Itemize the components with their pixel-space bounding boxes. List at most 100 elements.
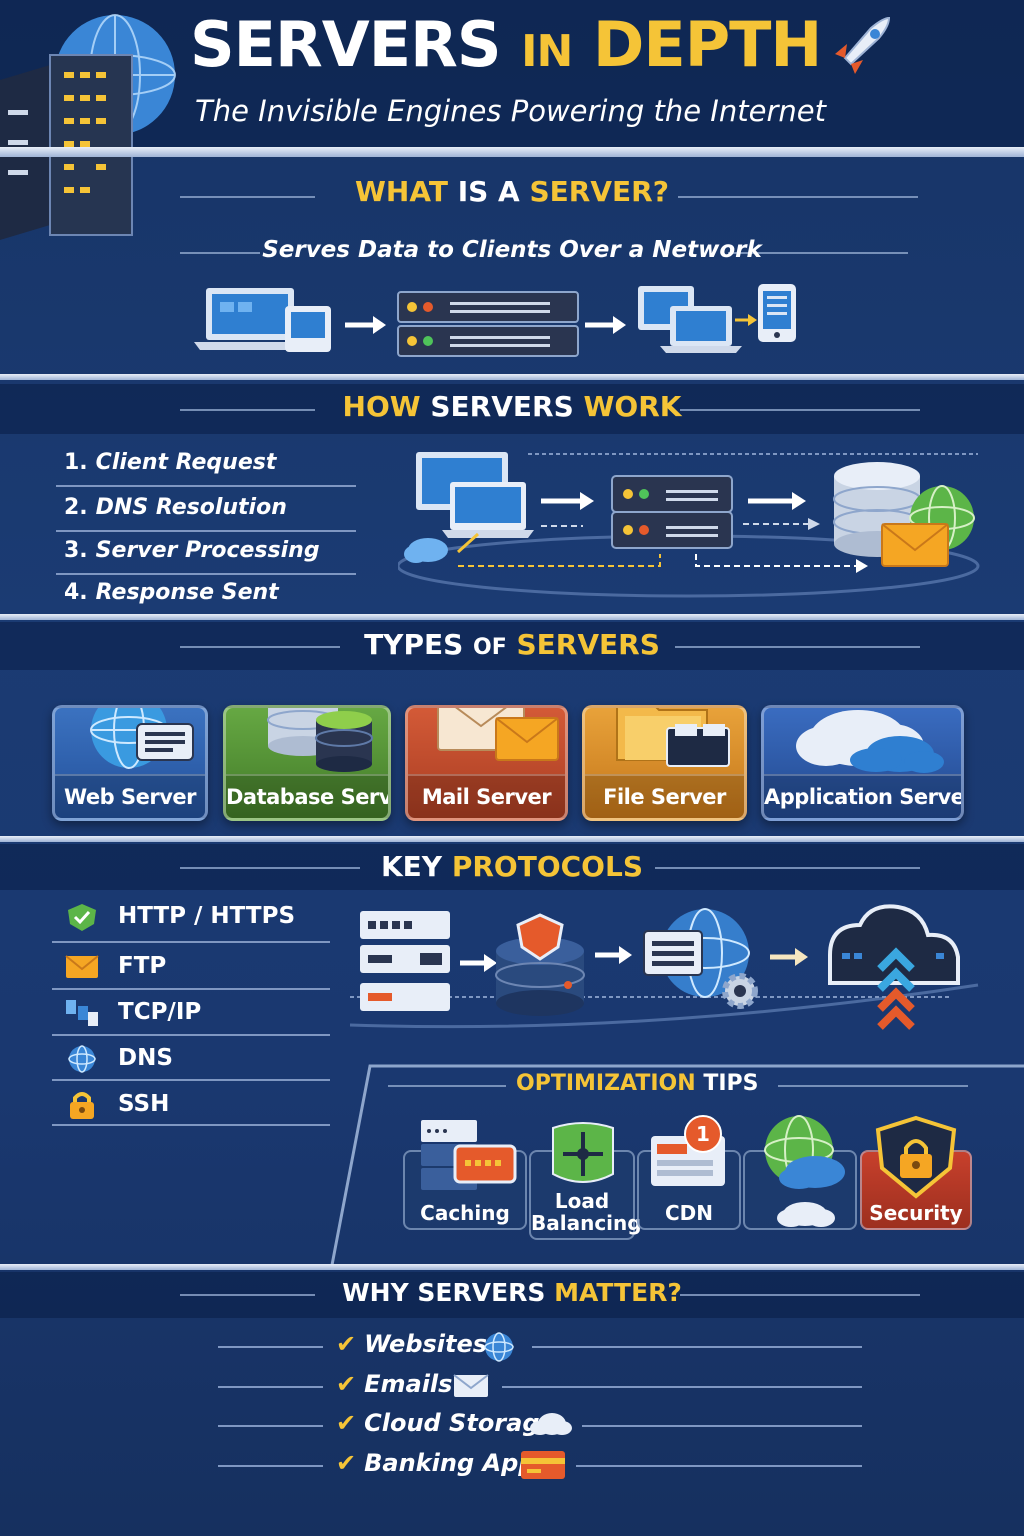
arrow-right-icon — [484, 954, 497, 972]
globe-icon — [484, 1332, 514, 1362]
card-mail-server[interactable]: Mail Server — [405, 705, 568, 821]
divider — [180, 1294, 315, 1296]
card-label: Application Server — [764, 774, 961, 818]
cloud-icon — [404, 538, 448, 563]
divider — [56, 530, 356, 532]
card-file-server[interactable]: File Server — [582, 705, 747, 821]
section-title-optimization-tips: OPTIMIZATION TIPS — [516, 1071, 759, 1096]
divider — [52, 988, 330, 990]
server-rack-globe-illustration — [0, 14, 176, 240]
arrow-right-icon — [373, 316, 386, 334]
arrow-right-icon — [613, 316, 626, 334]
divider — [52, 1034, 330, 1036]
server-icon — [611, 475, 733, 549]
cloud-icon — [530, 1413, 572, 1435]
protocol-ssh: SSH — [118, 1091, 170, 1117]
tip-label: Caching — [420, 1201, 510, 1225]
globe-gear-icon — [643, 908, 758, 1009]
divider — [655, 867, 920, 869]
why-item-cloud-storage: ✔Cloud Storage — [336, 1409, 556, 1437]
arrow-right-icon — [580, 492, 594, 510]
globe-cloud-icon — [764, 1115, 845, 1227]
divider — [0, 614, 1024, 620]
why-item-emails: ✔Emails — [336, 1370, 453, 1398]
cloud-upload-icon — [828, 904, 960, 1030]
divider — [582, 1425, 862, 1427]
divider — [680, 1294, 920, 1296]
card-label: File Server — [585, 774, 744, 818]
card-label: Mail Server — [408, 774, 565, 818]
divider — [218, 1425, 323, 1427]
step-server-processing: 3.Server Processing — [64, 538, 320, 563]
divider — [180, 646, 340, 648]
divider — [502, 1386, 862, 1388]
divider — [56, 573, 356, 575]
divider — [0, 1264, 1024, 1270]
step-dns-resolution: 2.DNS Resolution — [64, 495, 287, 520]
tablet-icon — [285, 306, 331, 352]
computer-icon — [416, 452, 534, 538]
card-label: Web Server — [55, 774, 205, 818]
step-client-request: 1.Client Request — [64, 450, 277, 475]
laptop-icon — [194, 288, 306, 350]
envelope-icon — [881, 523, 949, 567]
why-item-banking-apps: ✔Banking Apps — [336, 1449, 550, 1477]
protocol-ftp: FTP — [118, 953, 167, 979]
divider — [678, 196, 918, 198]
tip-caching[interactable]: Caching — [403, 1120, 527, 1230]
what-is-caption: Serves Data to Clients Over a Network — [262, 237, 762, 263]
request-flow-diagram — [398, 452, 980, 598]
divider — [218, 1346, 323, 1348]
rocket-icon — [829, 16, 891, 76]
shield-check-icon — [68, 904, 96, 931]
envelope-icon — [437, 708, 559, 761]
section-title-why-servers-matter: WHY SERVERS MATTER? — [342, 1278, 682, 1307]
server-stack-icon — [360, 911, 450, 1011]
cache-server-icon — [421, 1120, 517, 1190]
globe-icon — [68, 1045, 96, 1073]
section-title-key-protocols: KEY PROTOCOLS — [380, 850, 643, 883]
tip-security[interactable]: Security — [860, 1115, 972, 1230]
divider — [180, 409, 315, 411]
card-application-server[interactable]: Application Server — [761, 705, 964, 821]
divider — [778, 1085, 968, 1087]
cloud-icon — [796, 710, 944, 773]
divider — [56, 485, 356, 487]
protocol-tcp-ip: TCP/IP — [118, 999, 202, 1025]
lock-icon — [70, 1092, 94, 1119]
card-web-server[interactable]: Web Server — [52, 705, 208, 821]
why-item-websites: ✔Websites — [336, 1330, 488, 1358]
divider — [218, 1465, 323, 1467]
tip-cloud-globe[interactable] — [743, 1115, 857, 1230]
divider — [0, 147, 1024, 157]
optimization-frame — [330, 1064, 1024, 1266]
tip-label: CDN — [664, 1201, 714, 1225]
load-balancer-icon — [552, 1122, 614, 1183]
tip-label: Security — [869, 1201, 963, 1225]
divider — [52, 1079, 330, 1081]
divider — [680, 409, 920, 411]
divider — [180, 252, 260, 254]
security-shield-icon — [875, 1115, 957, 1199]
divider — [388, 1085, 506, 1087]
server-icon — [397, 291, 579, 357]
arrow-right-icon — [795, 948, 808, 966]
divider — [576, 1465, 862, 1467]
divider — [675, 646, 920, 648]
database-shield-icon — [495, 913, 585, 1016]
protocol-dns: DNS — [118, 1045, 173, 1071]
divider — [180, 867, 360, 869]
laptop-icon — [660, 306, 742, 353]
phone-icon — [758, 284, 796, 342]
tip-cdn[interactable]: 1 CDN — [637, 1115, 741, 1230]
section-title-how-servers-work: HOW SERVERS WORK — [342, 390, 682, 423]
divider — [218, 1386, 323, 1388]
step-response-sent: 4.Response Sent — [64, 580, 279, 605]
section-title-types-of-servers: TYPES OF SERVERS — [364, 628, 660, 661]
card-database-server[interactable]: Database Server — [223, 705, 391, 821]
divider — [0, 836, 1024, 842]
arrow-right-icon — [619, 946, 632, 964]
protocol-http-https: HTTP / HTTPS — [118, 903, 296, 929]
